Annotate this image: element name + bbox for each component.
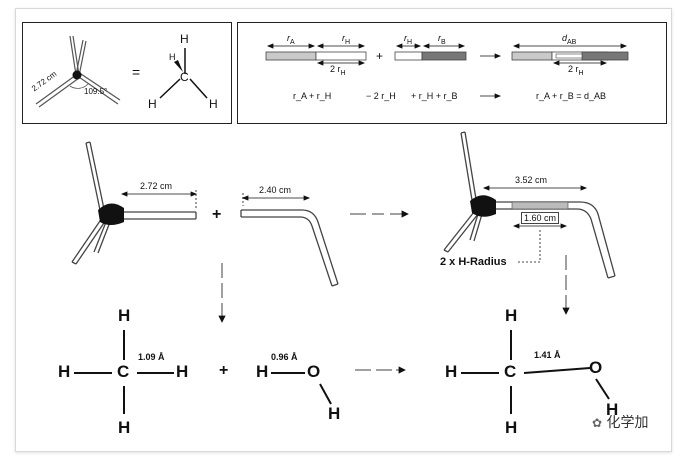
water-h2: H [328, 404, 341, 423]
small-carbon-ball [72, 70, 82, 80]
bottom-plus-sign: + [219, 362, 229, 379]
methane-h-right: H [176, 362, 189, 381]
methane-stick-model [71, 141, 197, 265]
bar2 [394, 51, 467, 61]
methane-carbon-ball [98, 203, 124, 225]
product-overlap-label: 1.60 cm [521, 212, 560, 224]
middle-plus-sign: + [212, 206, 222, 223]
hydroxyl-bent-rod [240, 209, 339, 287]
small-h-back: H [169, 52, 176, 62]
methanol-h-oh: H [606, 400, 619, 419]
bar3-dAB-label: dAB [562, 33, 577, 46]
equals-sign: = [132, 64, 141, 80]
product-total-label: 3.52 cm [515, 175, 548, 185]
bar2-arrows [395, 43, 466, 49]
bar3-2rH-label: 2 rH [568, 64, 584, 77]
bent-dim [241, 193, 311, 206]
bent-length-label: 2.40 cm [259, 185, 292, 195]
bottom-reaction-arrow [355, 366, 406, 374]
methane-dim [120, 190, 198, 208]
methanol-c: C [504, 362, 517, 381]
methane-h-top: H [118, 306, 131, 325]
methanol-h-left: H [445, 362, 458, 381]
equation-result: r_A + r_B = d_AB [536, 91, 607, 101]
bar1-2rH-label: 2 rH [330, 64, 346, 77]
equation-term-3: + r_H + r_B [411, 91, 458, 101]
small-h-right: H [209, 97, 218, 111]
methane-h-bottom: H [118, 418, 131, 437]
methane-c: C [117, 362, 130, 381]
methanol-h-top: H [505, 306, 518, 325]
small-h-top: H [180, 32, 189, 46]
methanol-formula-bonds [461, 330, 610, 414]
equation-term-2: − 2 r_H [366, 91, 396, 101]
watermark: ✿ 化学加 [592, 412, 649, 432]
bond-length-additivity-box [237, 22, 667, 124]
bar1 [265, 51, 367, 61]
small-methane-bonds [159, 48, 208, 99]
down-arrows [218, 255, 570, 323]
bar1-arrows [266, 43, 366, 66]
methane-h-left: H [58, 362, 71, 381]
bar2-rB-label: rB [438, 33, 446, 46]
water-o: O [307, 362, 321, 381]
small-methane-model [35, 35, 121, 108]
middle-reaction-arrow [350, 210, 409, 218]
ch-bond-label: 1.09 Å [138, 352, 165, 362]
overlap-note-label: 2 x H-Radius [440, 256, 507, 268]
model-angle-label: 109.5° [84, 87, 108, 96]
top-reaction-arrow [480, 53, 502, 99]
watermark-text: 化学加 [606, 415, 649, 431]
top-plus-sign: + [376, 49, 384, 63]
methane-length-label: 2.72 cm [140, 181, 173, 191]
bar2-rH-label: rH [404, 33, 413, 46]
methanol-o: O [589, 358, 603, 377]
oh-bond-label: 0.96 Å [271, 352, 298, 362]
co-bond-label: 1.41 Å [534, 350, 561, 360]
product-dims [482, 185, 588, 263]
methanol-h-bottom: H [505, 418, 518, 437]
methanol-stick-model [443, 131, 616, 279]
small-c: C [180, 70, 189, 84]
equation-term-1: r_A + r_H [293, 91, 332, 101]
water-formula-bonds [271, 372, 332, 405]
methane-model-box [22, 22, 232, 124]
bar3 [511, 51, 629, 61]
wechat-icon: ✿ [592, 416, 603, 430]
bar3-arrows [512, 43, 628, 66]
methane-formula-bonds [74, 330, 174, 414]
overlap-region [511, 201, 569, 210]
water-h: H [256, 362, 269, 381]
small-h-left: H [148, 97, 157, 111]
bar1-rA-label: rA [287, 33, 295, 46]
bar1-rH-label: rH [342, 33, 351, 46]
wedge-bond [174, 60, 183, 72]
methanol-carbon-ball [470, 195, 496, 217]
